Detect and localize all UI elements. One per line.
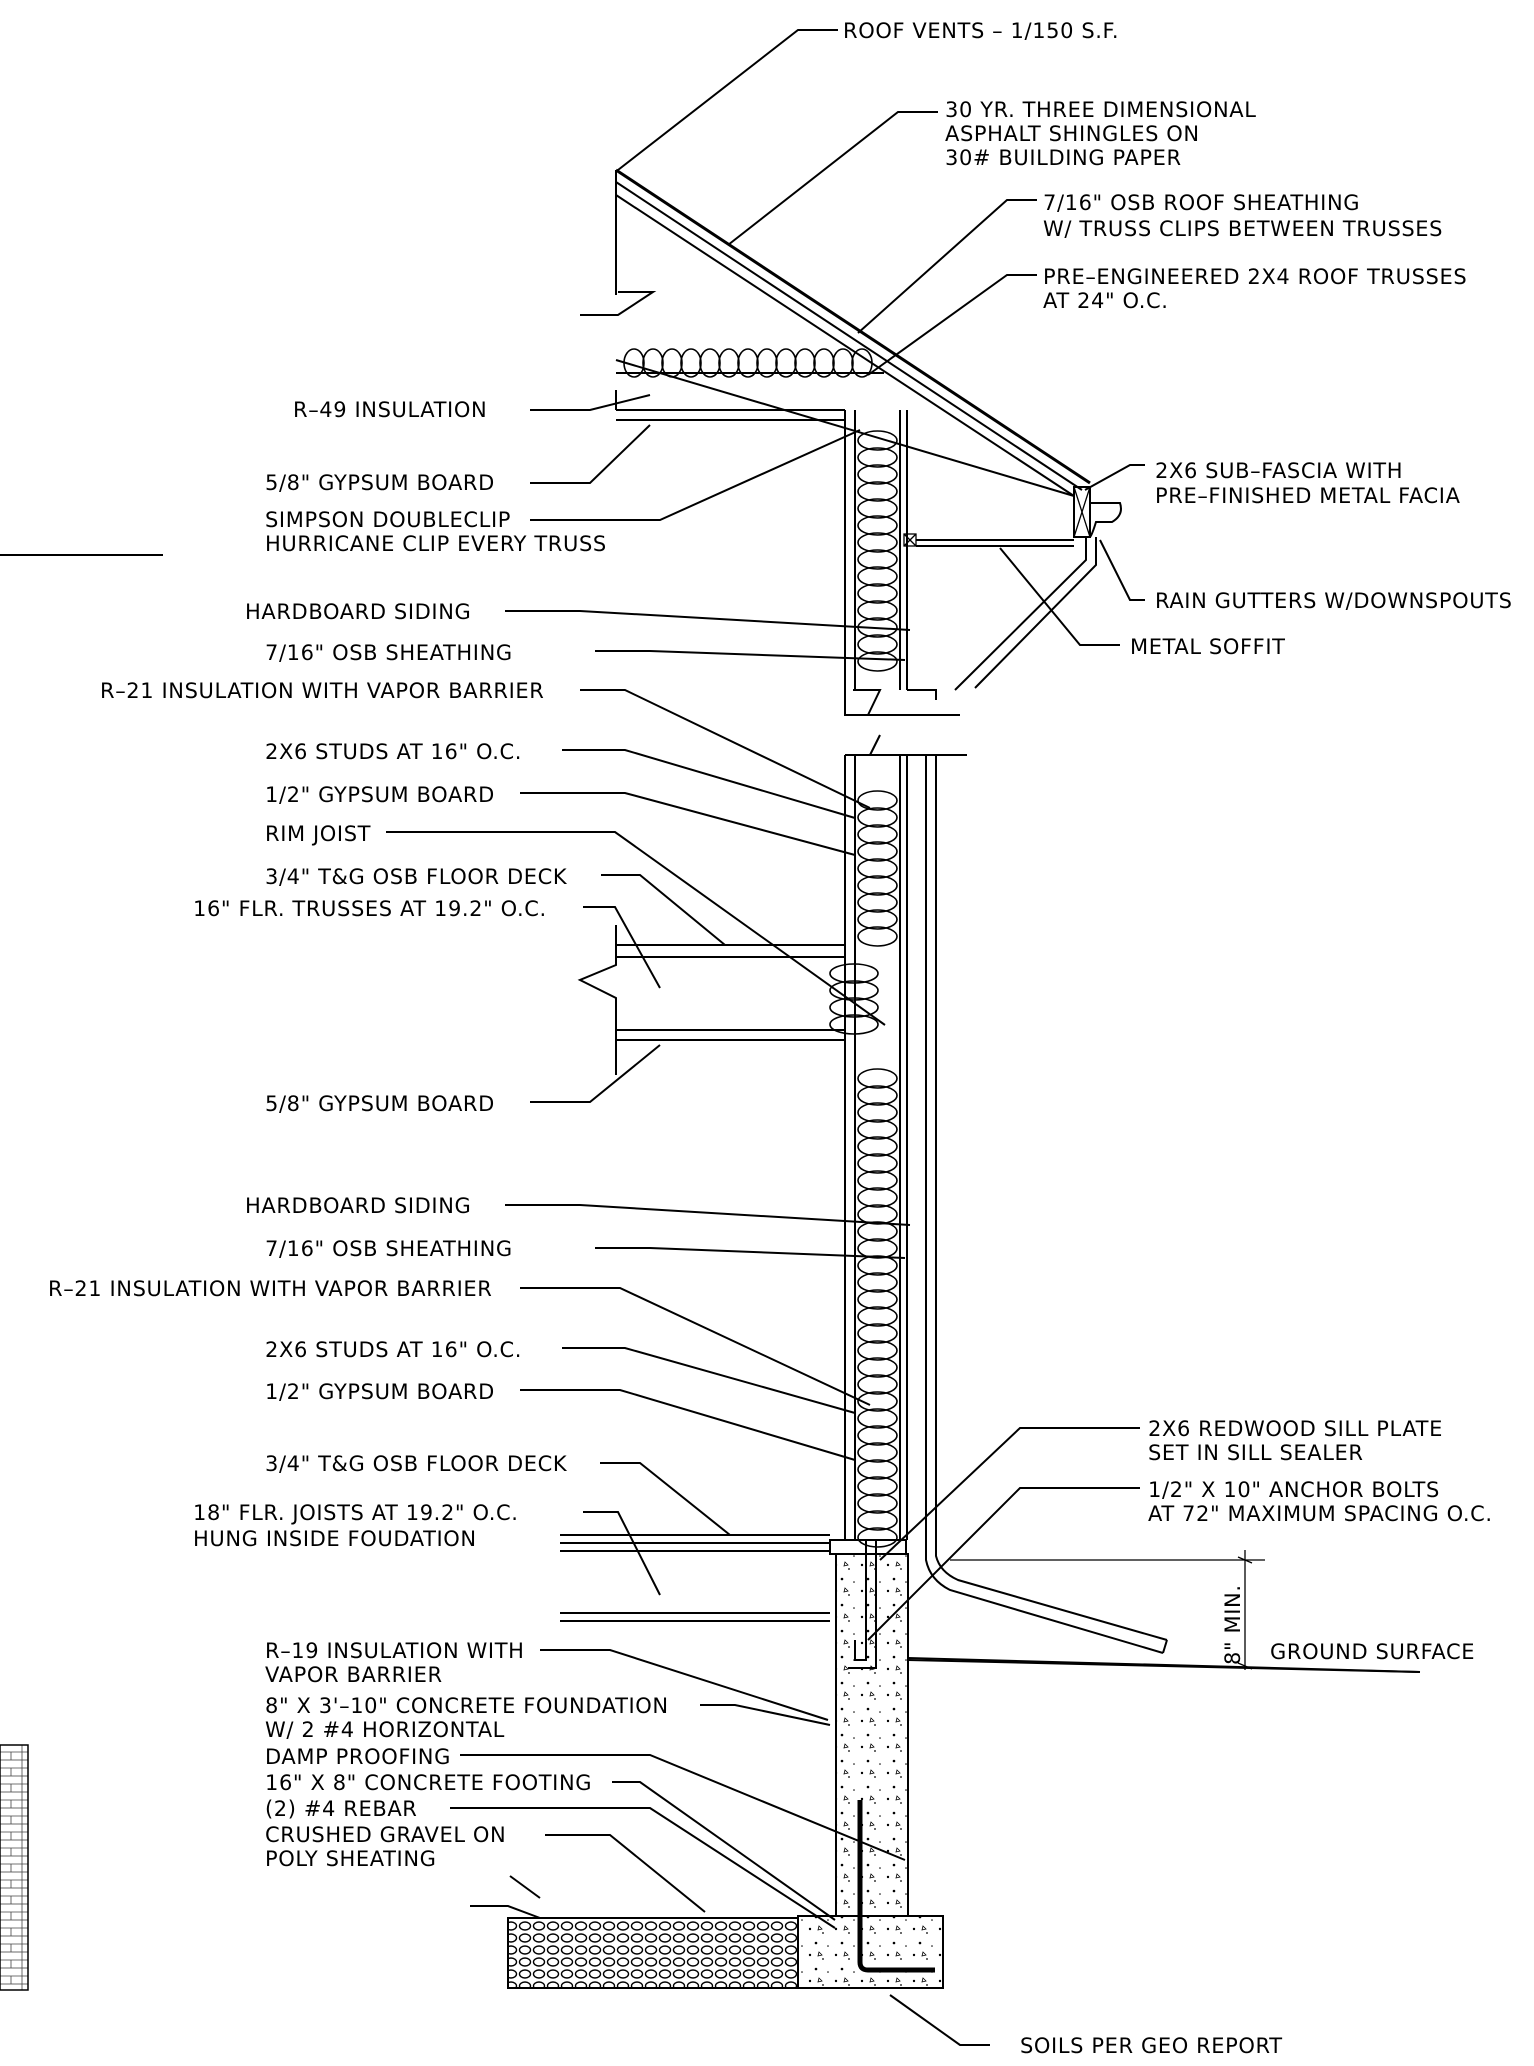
label-upper-sheathing: 7/16" OSB SHEATHING	[265, 641, 513, 665]
label-hurricane-clip-2: HURRICANE CLIP EVERY TRUSS	[265, 532, 607, 556]
label-ground-surface: GROUND SURFACE	[1270, 1640, 1475, 1664]
label-roof-vents: ROOF VENTS – 1/150 S.F.	[843, 19, 1119, 43]
label-gyp-ceiling: 5/8" GYPSUM BOARD	[265, 471, 495, 495]
callout-labels: ROOF VENTS – 1/150 S.F. 30 YR. THREE DIM…	[48, 19, 1513, 2058]
label-shingles-3: 30# BUILDING PAPER	[945, 146, 1182, 170]
label-roof-sheathing-1: 7/16" OSB ROOF SHEATHING	[1043, 191, 1360, 215]
label-hurricane-clip-1: SIMPSON DOUBLECLIP	[265, 508, 511, 532]
label-r19-1: R–19 INSULATION WITH	[265, 1639, 525, 1663]
rebar	[857, 1800, 935, 1973]
label-lower-siding: HARDBOARD SIDING	[245, 1194, 471, 1218]
label-upper-insulation: R–21 INSULATION WITH VAPOR BARRIER	[100, 679, 544, 703]
attic-insulation	[623, 348, 873, 378]
label-foundation-2: W/ 2 #4 HORIZONTAL	[265, 1718, 505, 1742]
label-anchor-bolts-1: 1/2" X 10" ANCHOR BOLTS	[1148, 1478, 1440, 1502]
label-rim-joist: RIM JOIST	[265, 822, 371, 846]
label-footing: 16" X 8" CONCRETE FOOTING	[265, 1771, 592, 1795]
label-shingles-1: 30 YR. THREE DIMENSIONAL	[945, 98, 1257, 122]
label-foundation-1: 8" X 3'–10" CONCRETE FOUNDATION	[265, 1694, 669, 1718]
label-lower-studs: 2X6 STUDS AT 16" O.C.	[265, 1338, 522, 1362]
label-floor-trusses: 16" FLR. TRUSSES AT 19.2" O.C.	[193, 897, 547, 921]
label-lower-insulation: R–21 INSULATION WITH VAPOR BARRIER	[48, 1277, 492, 1301]
label-metal-soffit: METAL SOFFIT	[1130, 635, 1286, 659]
label-roof-trusses-2: AT 24" O.C.	[1043, 289, 1169, 313]
edge-masonry-fragment	[0, 1744, 29, 1991]
label-lower-gypsum: 1/2" GYPSUM BOARD	[265, 1380, 495, 1404]
label-sill-plate-2: SET IN SILL SEALER	[1148, 1441, 1364, 1465]
leader-lines	[386, 29, 1421, 2046]
concrete-footing	[797, 1915, 944, 1989]
label-floor-deck-upper: 3/4" T&G OSB FLOOR DECK	[265, 865, 568, 889]
label-r49: R–49 INSULATION	[293, 398, 487, 422]
foundation-assembly	[470, 1540, 1421, 1989]
concrete-foundation-wall	[835, 1553, 909, 1917]
label-upper-gypsum: 1/2" GYPSUM BOARD	[265, 783, 495, 807]
label-rain-gutters: RAIN GUTTERS W/DOWNSPOUTS	[1155, 589, 1513, 613]
label-upper-studs: 2X6 STUDS AT 16" O.C.	[265, 740, 522, 764]
label-sill-plate-1: 2X6 REDWOOD SILL PLATE	[1148, 1417, 1443, 1441]
label-lower-sheathing: 7/16" OSB SHEATHING	[265, 1237, 513, 1261]
label-shingles-2: ASPHALT SHINGLES ON	[945, 122, 1200, 146]
label-gyp-floor-ceiling: 5/8" GYPSUM BOARD	[265, 1092, 495, 1116]
label-gravel-2: POLY SHEATING	[265, 1847, 437, 1871]
label-rebar: (2) #4 REBAR	[265, 1797, 417, 1821]
wall-insulation	[829, 430, 898, 1548]
wall-assembly	[560, 410, 1168, 1654]
label-floor-joists-2: HUNG INSIDE FOUDATION	[193, 1527, 477, 1551]
label-r19-2: VAPOR BARRIER	[265, 1663, 443, 1687]
label-soils: SOILS PER GEO REPORT	[1020, 2034, 1283, 2058]
label-sub-fascia-2: PRE–FINISHED METAL FACIA	[1155, 484, 1461, 508]
label-gravel-1: CRUSHED GRAVEL ON	[265, 1823, 506, 1847]
crushed-gravel	[507, 1917, 799, 1989]
label-upper-siding: HARDBOARD SIDING	[245, 600, 471, 624]
label-damp-proofing: DAMP PROOFING	[265, 1745, 451, 1769]
label-anchor-bolts-2: AT 72" MAXIMUM SPACING O.C.	[1148, 1502, 1493, 1526]
label-min-dim: 8" MIN.	[1221, 1584, 1245, 1665]
roof-assembly	[580, 168, 1122, 691]
label-sub-fascia-1: 2X6 SUB–FASCIA WITH	[1155, 459, 1403, 483]
label-floor-joists-1: 18" FLR. JOISTS AT 19.2" O.C.	[193, 1501, 519, 1525]
label-floor-deck-lower: 3/4" T&G OSB FLOOR DECK	[265, 1452, 568, 1476]
anchor-bolt	[854, 1540, 867, 1661]
label-roof-trusses-1: PRE–ENGINEERED 2X4 ROOF TRUSSES	[1043, 265, 1467, 289]
label-roof-sheathing-2: W/ TRUSS CLIPS BETWEEN TRUSSES	[1043, 217, 1443, 241]
